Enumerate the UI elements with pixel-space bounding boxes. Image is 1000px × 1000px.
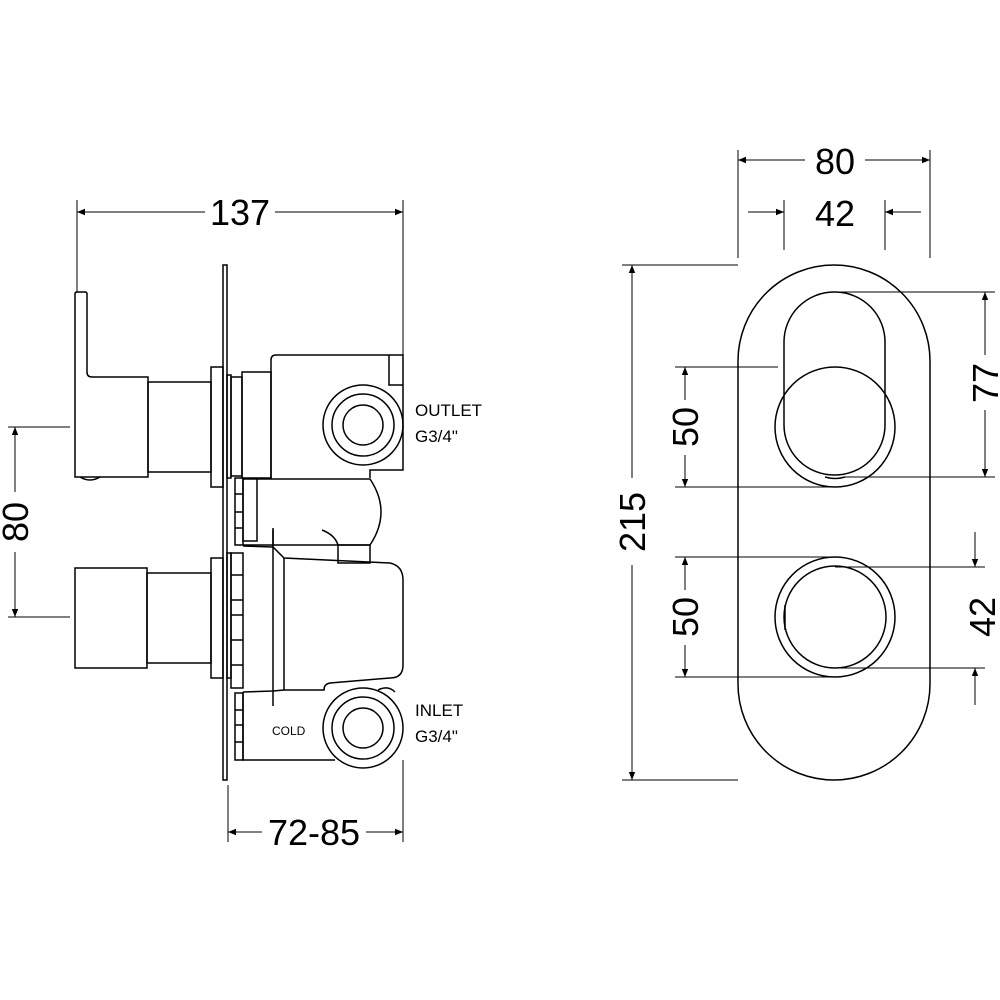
dim-plate-height: 215 — [612, 492, 653, 552]
outlet-label: OUTLET — [415, 401, 482, 420]
upper-lever-handle — [74, 291, 149, 478]
dim-lower-handle-dia: 50 — [665, 597, 706, 637]
dim-overall-depth: 137 — [210, 192, 270, 233]
valve-body-upper — [270, 354, 404, 478]
dim-upper-handle-length: 77 — [965, 363, 1000, 403]
inlet-port — [322, 687, 404, 769]
dim-handle-spacing: 80 — [0, 502, 36, 542]
inlet-thread-label: G3/4" — [415, 727, 458, 746]
side-view: COLD OUTLET G3/4" INLET G3/4" 137 80 72-… — [0, 192, 482, 853]
valve-body-lower — [242, 545, 404, 693]
front-knob — [774, 556, 896, 678]
wall-plate-side — [222, 264, 228, 781]
front-lever — [783, 291, 886, 476]
dim-upper-handle-dia: 50 — [665, 407, 706, 447]
cold-label: COLD — [272, 724, 306, 738]
lower-knob-handle — [74, 567, 148, 669]
dim-plate-width: 80 — [815, 141, 855, 182]
front-plate — [737, 264, 931, 781]
dim-handle-width: 42 — [815, 193, 855, 234]
outlet-port — [322, 384, 404, 466]
outlet-thread-label: G3/4" — [415, 427, 458, 446]
dim-wall-depth: 72-85 — [268, 812, 360, 853]
dim-lower-knob-dia: 42 — [962, 597, 1000, 637]
inlet-label: INLET — [415, 701, 463, 720]
front-view: 80 42 215 50 50 77 42 — [612, 141, 1000, 781]
